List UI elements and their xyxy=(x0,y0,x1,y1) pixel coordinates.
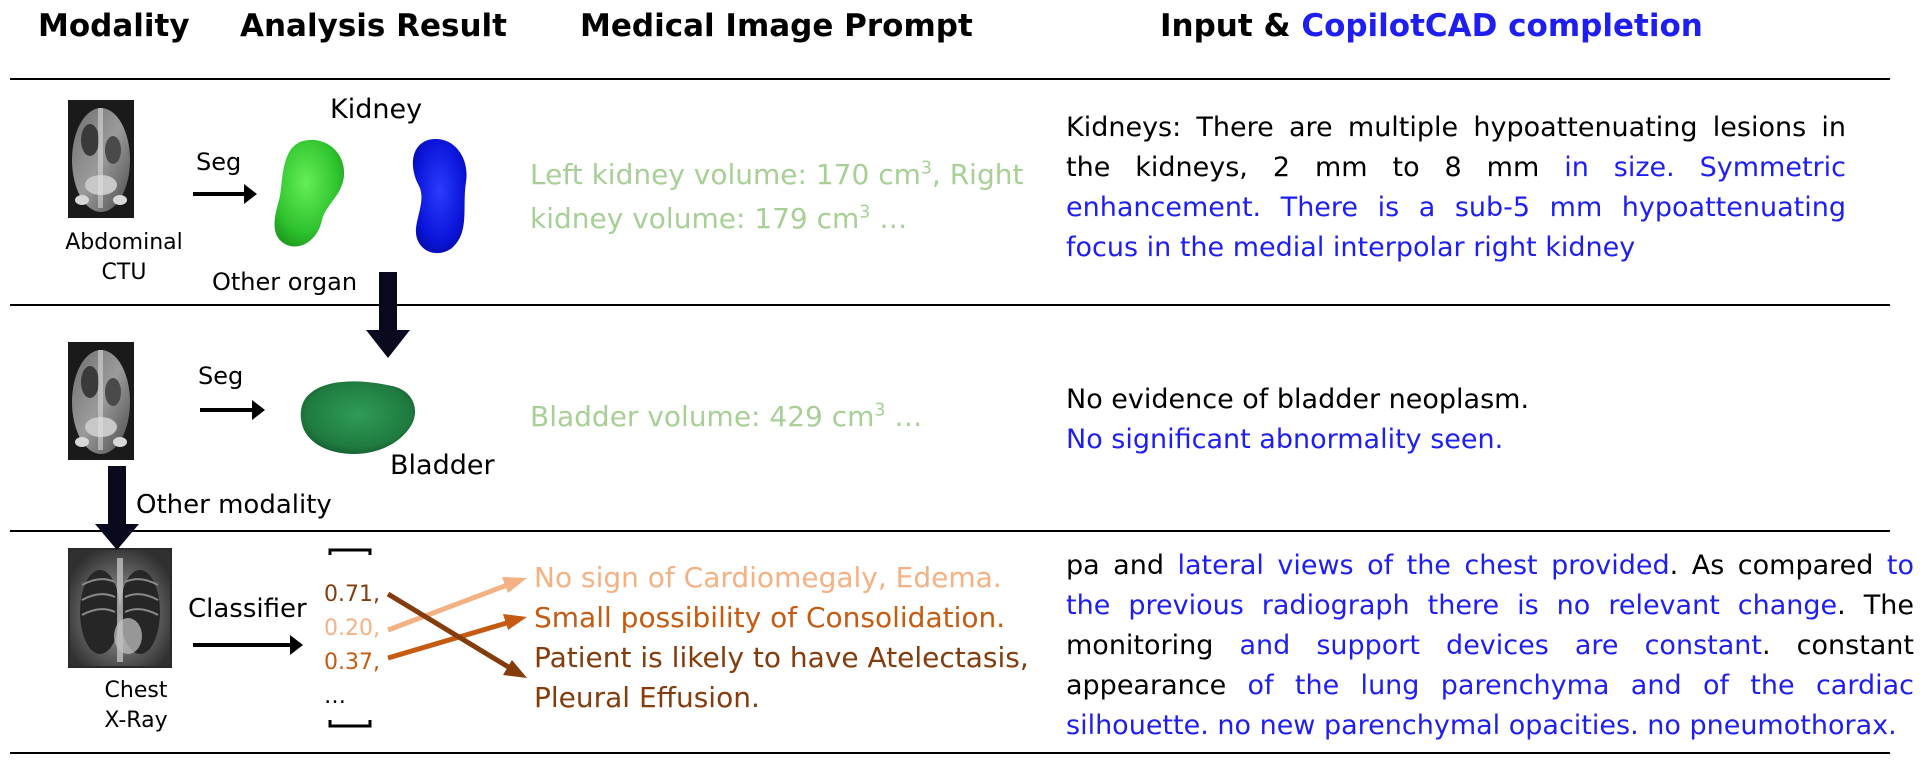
report-bladder-input: No evidence of bladder neoplasm. xyxy=(1066,384,1530,415)
chest-xray-thumbnail xyxy=(68,548,172,668)
other-organ-arrow xyxy=(366,272,410,358)
divider-bottom xyxy=(10,752,1890,754)
probability-value-2: 0.20, xyxy=(324,616,380,641)
modality-label-xray: X-Ray xyxy=(104,708,168,733)
prompt-chest-line4: Pleural Effusion. xyxy=(534,681,760,714)
probability-value-3: 0.37, xyxy=(324,650,380,675)
report-chest-part-3: to the previous radiograph there is no r… xyxy=(1066,550,1914,621)
report-bladder: No evidence of bladder neoplasm. No sign… xyxy=(1066,380,1846,460)
kidney-label: Kidney xyxy=(330,94,423,125)
prompt-bladder-volume: Bladder volume: 429 cm xyxy=(530,400,875,433)
prompt-superscript-2: 3 xyxy=(859,202,871,223)
report-chest-part-1: lateral views of the chest provided xyxy=(1177,550,1670,581)
prompt-superscript-1: 3 xyxy=(920,158,932,179)
divider-row2 xyxy=(10,530,1890,532)
report-chest-part-5: and support devices are constant xyxy=(1239,630,1762,661)
probability-vector-bracket xyxy=(328,548,372,728)
divider-top xyxy=(10,78,1890,80)
prompt-bladder: Bladder volume: 429 cm3 … xyxy=(530,400,922,433)
classifier-label: Classifier xyxy=(188,594,307,624)
other-modality-label: Other modality xyxy=(136,490,332,520)
report-kidneys: Kidneys: There are multiple hypoattenuat… xyxy=(1066,108,1846,268)
header-input-label: Input & xyxy=(1160,8,1302,44)
header-copilotcad-completion: CopilotCAD completion xyxy=(1301,8,1703,44)
bladder-shape xyxy=(300,381,416,454)
prompt-ellipsis-2: … xyxy=(885,400,923,433)
modality-label-chest: Chest xyxy=(104,678,168,703)
probability-value-more: … xyxy=(324,684,346,709)
other-organ-label: Other organ xyxy=(212,268,358,296)
seg-arrow-row2 xyxy=(200,400,265,420)
seg-label-row2: Seg xyxy=(198,362,244,390)
prompt-right-label: , Right xyxy=(931,158,1024,191)
prompt-superscript-3: 3 xyxy=(874,400,886,421)
modality-label-chest-xray: Chest X-Ray xyxy=(76,676,196,736)
report-chest: pa and lateral views of the chest provid… xyxy=(1066,546,1914,746)
prompt-kidney-line2: kidney volume: 179 cm3 … xyxy=(530,202,907,235)
left-kidney-shape xyxy=(274,139,345,247)
modality-label-abdominal-ctu: Abdominal CTU xyxy=(64,228,184,288)
other-modality-arrow xyxy=(95,466,139,550)
prob-arrow-dark xyxy=(386,591,527,678)
prompt-chest-line3: Patient is likely to have Atelectasis, xyxy=(534,641,1029,674)
prompt-right-kidney-volume: kidney volume: 179 cm xyxy=(530,202,860,235)
right-kidney-shape xyxy=(412,139,467,254)
report-kidneys-input: Kidneys: There are multiple hypoattenuat… xyxy=(1066,112,1846,183)
ct-thumbnail-row1 xyxy=(68,100,134,218)
report-chest-part-6: . constant appearance xyxy=(1066,630,1914,701)
modality-label-line2: CTU xyxy=(101,260,147,285)
header-medical-image-prompt: Medical Image Prompt xyxy=(580,8,973,44)
report-kidneys-completion: in size. Symmetric enhancement. There is… xyxy=(1066,152,1846,263)
modality-label-line1: Abdominal xyxy=(65,230,183,255)
report-bladder-completion: No significant abnormality seen. xyxy=(1066,424,1504,455)
prob-arrow-mid xyxy=(387,614,527,661)
report-chest-part-7: of the lung parenchyma and of the cardia… xyxy=(1066,670,1915,741)
prompt-kidney-line1: Left kidney volume: 170 cm3, Right xyxy=(530,158,1023,191)
seg-arrow-row1 xyxy=(193,184,257,204)
ct-thumbnail-row2 xyxy=(68,342,134,460)
prompt-ellipsis-1: … xyxy=(870,202,908,235)
header-input-completion: Input & CopilotCAD completion xyxy=(1160,8,1703,44)
divider-row1 xyxy=(10,304,1890,306)
report-chest-part-0: pa and xyxy=(1066,550,1178,581)
prompt-left-kidney-volume: Left kidney volume: 170 cm xyxy=(530,158,921,191)
prompt-chest-findings: No sign of Cardiomegaly, Edema. Small po… xyxy=(534,558,1029,718)
report-chest-part-4: . The monitoring xyxy=(1066,590,1914,661)
seg-label-row1: Seg xyxy=(196,148,242,176)
report-chest-part-2: . As compared xyxy=(1669,550,1887,581)
prompt-chest-line2: Small possibility of Consolidation. xyxy=(534,601,1006,634)
classifier-arrow xyxy=(193,635,303,655)
prob-arrow-light xyxy=(387,577,527,633)
prompt-chest-line1: No sign of Cardiomegaly, Edema. xyxy=(534,561,1002,594)
header-modality: Modality xyxy=(38,8,190,44)
probability-value-1: 0.71, xyxy=(324,582,380,607)
bladder-label: Bladder xyxy=(390,450,495,481)
header-analysis-result: Analysis Result xyxy=(240,8,507,44)
